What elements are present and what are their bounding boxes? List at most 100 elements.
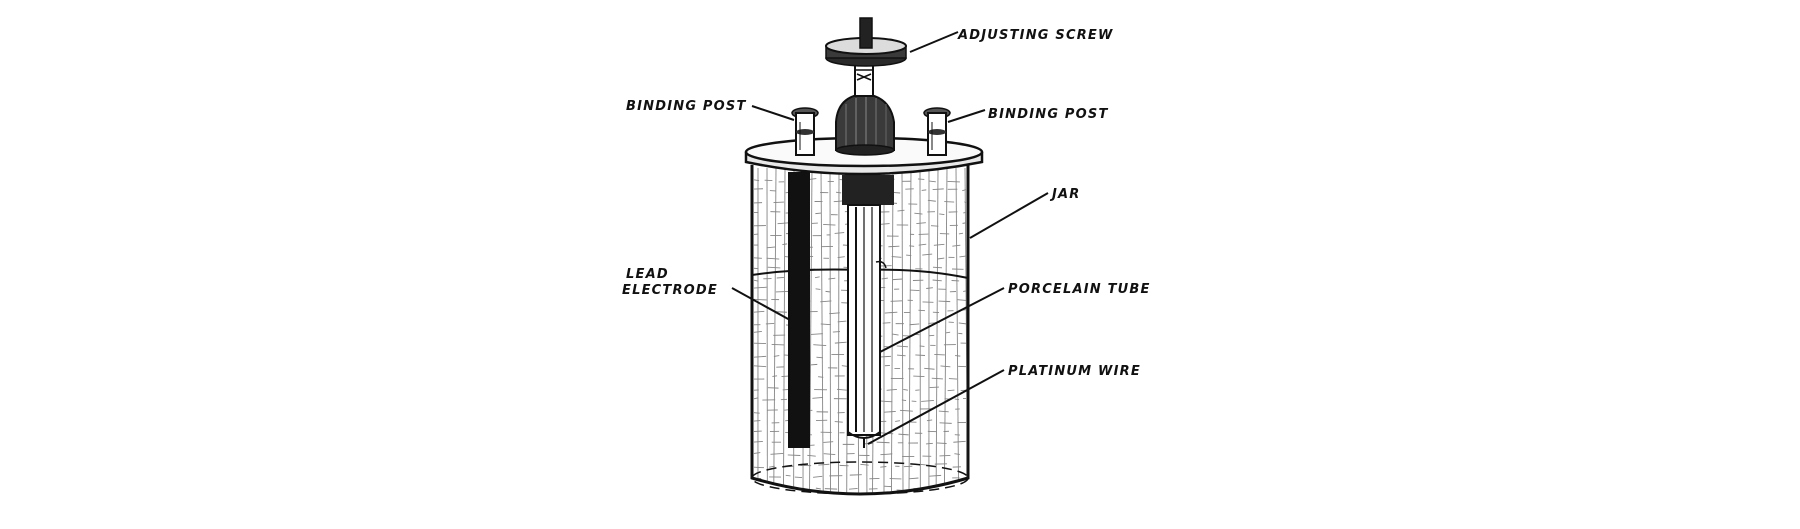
glass-hatch-tick	[769, 465, 775, 468]
glass-hatch-tick	[896, 354, 906, 357]
screw-housing	[835, 92, 895, 156]
glass-hatch-tick	[753, 279, 759, 282]
glass-hatch-tick	[936, 442, 947, 444]
glass-hatch-tick	[932, 279, 942, 282]
glass-hatch-tick	[753, 365, 767, 368]
glass-hatch-tick	[931, 377, 943, 380]
glass-hatch-tick	[828, 277, 836, 280]
glass-hatch-tick	[787, 454, 801, 456]
glass-hatch-tick	[901, 399, 907, 402]
glass-hatch-tick	[945, 331, 951, 334]
glass-hatch-tick	[929, 474, 942, 477]
glass-hatch-tick	[932, 266, 943, 269]
glass-hatch-tick	[922, 253, 933, 256]
glass-hatch-tick	[903, 388, 908, 391]
leader-binding-post-right	[947, 109, 986, 123]
glass-hatch-tick	[940, 365, 951, 368]
glass-hatch-tick	[962, 189, 967, 192]
glass-hatch-tick	[915, 354, 926, 356]
glass-hatch-tick	[896, 489, 907, 492]
glass-hatch-tick	[958, 322, 967, 325]
glass-hatch-tick	[814, 276, 820, 279]
glass-hatch-tick	[957, 299, 967, 301]
glass-hatch-tick	[921, 189, 927, 191]
glass-hatch-tick	[837, 320, 847, 323]
glass-hatch-tick	[958, 232, 964, 235]
glass-hatch-tick	[924, 367, 935, 370]
glass-hatch-tick	[959, 255, 966, 258]
glass-hatch-line	[901, 167, 904, 494]
glass-hatch-tick	[918, 309, 925, 312]
glass-hatch-tick	[926, 287, 933, 289]
glass-hatch-tick	[909, 245, 915, 247]
glass-hatch-tick	[882, 322, 891, 324]
label-porcelain-tube: PORCELAIN TUBE	[1008, 282, 1151, 297]
glass-hatch-tick	[963, 290, 967, 292]
glass-hatch-tick	[818, 463, 830, 466]
label-adjusting-screw: ADJUSTING SCREW	[957, 28, 1114, 43]
glass-hatch-tick	[815, 212, 822, 215]
adjusting-screw	[825, 17, 907, 97]
glass-hatch-tick	[888, 245, 900, 248]
glass-hatch-tick	[753, 452, 761, 454]
glass-hatch-tick	[823, 441, 834, 443]
glass-hatch-tick	[820, 323, 831, 326]
glass-hatch-line	[783, 167, 786, 494]
lead-electrode	[788, 172, 810, 448]
leader-platinum-wire	[867, 369, 1005, 445]
glass-hatch-tick	[773, 355, 780, 357]
label-platinum-wire: PLATINUM WIRE	[1008, 364, 1141, 379]
glass-hatch-tick	[767, 266, 781, 269]
glass-hatch-tick	[955, 355, 961, 357]
label-lead-electrode-line2: ELECTRODE	[622, 283, 718, 298]
glass-hatch-tick	[895, 420, 901, 422]
glass-hatch-tick	[884, 410, 896, 413]
glass-hatch-tick	[823, 224, 836, 226]
glass-hatch-tick	[766, 257, 780, 260]
glass-hatch-line	[829, 167, 831, 494]
glass-hatch-tick	[766, 246, 776, 249]
glass-hatch-tick	[753, 310, 765, 313]
glass-hatch-tick	[939, 213, 945, 216]
glass-hatch-tick	[948, 378, 958, 380]
glass-hatch-tick	[753, 257, 762, 259]
glass-hatch-tick	[934, 353, 945, 356]
glass-hatch-tick	[947, 389, 955, 392]
glass-hatch-tick	[884, 311, 898, 314]
glass-hatch-line	[955, 167, 960, 494]
glass-hatch-tick	[807, 454, 816, 457]
glass-hatch-tick	[896, 345, 909, 348]
glass-hatch-tick	[881, 277, 888, 280]
glass-hatch-tick	[930, 225, 939, 227]
glass-hatch-tick	[834, 341, 847, 344]
glass-hatch-tick	[932, 188, 944, 190]
glass-hatch-tick	[753, 286, 767, 289]
label-lead-electrode-line1: LEAD	[626, 267, 669, 282]
glass-hatch-tick	[820, 300, 832, 303]
glass-hatch-tick	[829, 312, 840, 315]
leader-porcelain-tube	[879, 287, 1005, 353]
glass-hatch-tick	[927, 199, 936, 202]
glass-hatch-line	[943, 167, 948, 494]
glass-hatch-tick	[815, 487, 821, 490]
porcelain-tube	[842, 175, 894, 439]
glass-hatch-tick	[753, 397, 759, 400]
glass-hatch-tick	[929, 180, 936, 183]
glass-hatch-tick	[963, 211, 967, 214]
glass-hatch-tick	[892, 333, 899, 336]
glass-hatch-tick	[834, 232, 845, 234]
glass-hatch-tick	[813, 344, 827, 347]
glass-hatch-tick	[926, 442, 933, 445]
glass-hatch-tick	[892, 278, 903, 281]
glass-hatch-tick	[914, 212, 923, 215]
glass-hatch-tick	[776, 277, 784, 279]
glass-hatch-tick	[824, 488, 838, 490]
glass-hatch-tick	[939, 422, 952, 424]
label-jar: JAR	[1049, 187, 1081, 202]
leader-jar	[969, 192, 1049, 239]
glass-hatch-tick	[879, 400, 893, 403]
glass-hatch-tick	[950, 488, 956, 490]
glass-hatch-tick	[876, 441, 890, 444]
glass-hatch-tick	[833, 200, 843, 203]
glass-hatch-tick	[860, 463, 869, 466]
